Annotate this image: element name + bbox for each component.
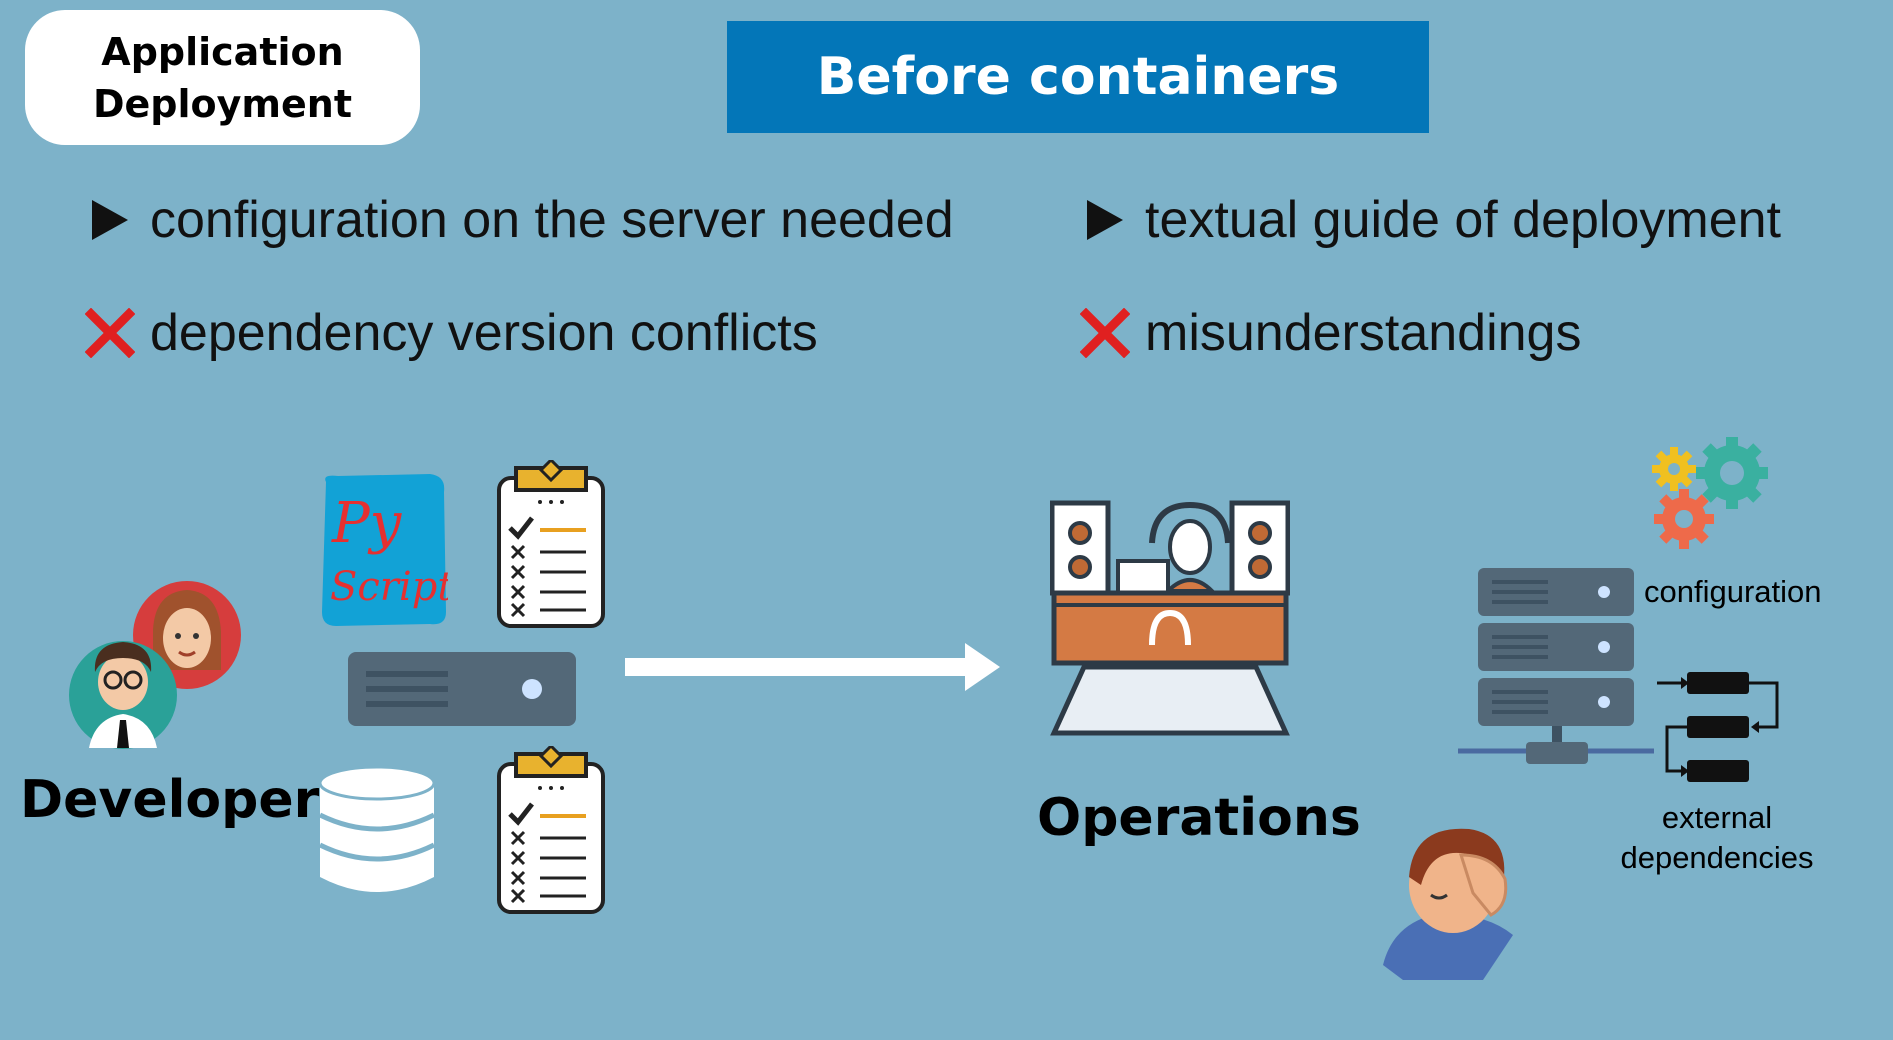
script-note-line-2: Script [330, 564, 448, 610]
bullet-version-conflicts: dependency version conflicts [80, 298, 818, 368]
bullet-text: dependency version conflicts [150, 304, 818, 362]
configuration-label: configuration [1644, 574, 1822, 609]
bullet-text: textual guide of deployment [1145, 191, 1781, 249]
python-script-note-icon: Py Script [318, 472, 454, 632]
bullet-textual-guide: textual guide of deployment [1075, 185, 1781, 255]
server-rack-icon [1458, 566, 1658, 771]
stressed-person-icon [1373, 815, 1523, 985]
checklist-clipboard-icon [496, 457, 606, 635]
bullet-config-needed: configuration on the server needed [80, 185, 954, 255]
play-arrow-icon [80, 198, 140, 242]
developer-label: Developer [20, 770, 320, 830]
gears-icon [1650, 435, 1770, 560]
cross-icon [80, 308, 140, 358]
operations-desk-icon [1049, 495, 1291, 745]
badge-line-2: Deployment [92, 81, 352, 126]
checklist-clipboard-icon [496, 743, 606, 921]
right-arrow-icon [625, 643, 1000, 696]
bullet-text: configuration on the server needed [150, 191, 954, 249]
header-badge: Application Deployment [25, 10, 420, 145]
bullet-text: misunderstandings [1145, 304, 1582, 362]
server-unit-icon [348, 652, 576, 731]
dependencies-flow-icon [1655, 666, 1785, 796]
badge-line-1: Application [101, 29, 344, 74]
slide-title: Before containers [727, 21, 1429, 133]
developer-avatars-icon [65, 570, 255, 765]
database-icon [318, 765, 436, 902]
play-arrow-icon [1075, 198, 1135, 242]
external-dependencies-line-2: dependencies [1620, 840, 1814, 875]
cross-icon [1075, 308, 1135, 358]
operations-label: Operations [1037, 788, 1361, 848]
external-dependencies-label: external dependencies [1612, 798, 1822, 878]
script-note-line-1: Py [331, 491, 403, 556]
bullet-misunderstandings: misunderstandings [1075, 298, 1581, 368]
external-dependencies-line-1: external [1661, 800, 1773, 835]
